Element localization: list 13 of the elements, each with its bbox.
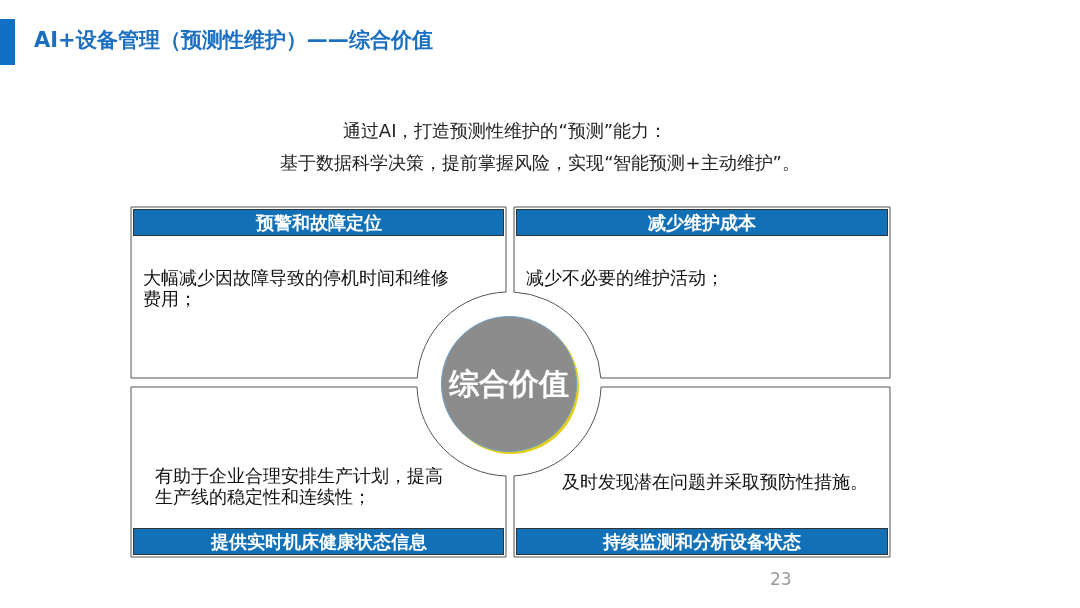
body-text: 大幅减少因故障导致的停机时间和维修费用； — [143, 267, 450, 309]
subtitle-text: 通过AI，打造预测性维护的“预测”能力： — [341, 119, 669, 143]
subtitle-text: 基于数据科学决策，提前掌握风险，实现“智能预测+主动维护”。 — [279, 151, 801, 175]
header-band: 提供实时机床健康状态信息 — [133, 528, 504, 555]
header-band: 持续监测和分析设备状态 — [516, 528, 888, 555]
header-band: 预警和故障定位 — [133, 209, 504, 236]
body-text: 及时发现潜在问题并采取预防性措施。 — [562, 471, 869, 492]
header-band: 减少维护成本 — [516, 209, 888, 236]
center-label: 综合价值 — [441, 316, 577, 452]
slide-title: AI+设备管理（预测性维护）——综合价值 — [34, 27, 433, 54]
body-text: 有助于企业合理安排生产计划，提高生产线的稳定性和连续性； — [155, 465, 444, 507]
body-text: 减少不必要的维护活动； — [526, 267, 725, 288]
page-number: 23 — [770, 569, 792, 589]
